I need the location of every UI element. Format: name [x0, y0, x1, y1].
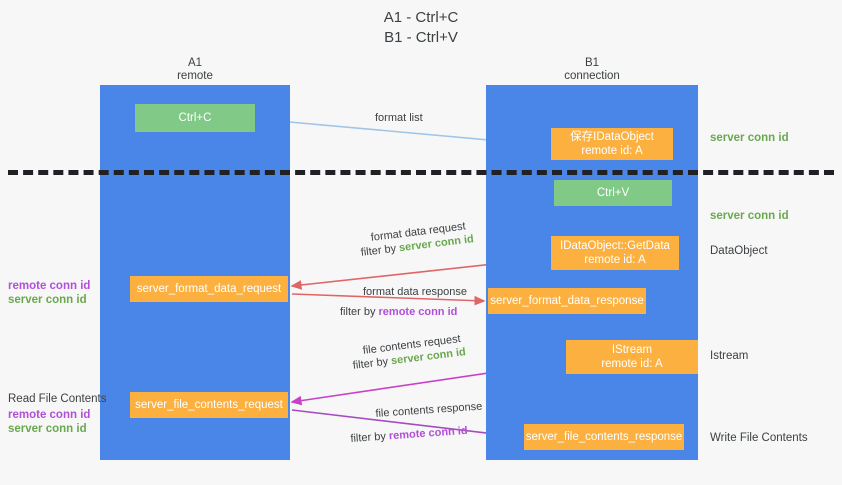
lane-b1-name: B1 — [584, 57, 600, 69]
node-idataobject-getdata[interactable]: IDataObject::GetData remote id: A — [551, 236, 679, 270]
left-note-2-remote: remote conn id — [8, 409, 91, 421]
node-istream-line2: remote id: A — [601, 358, 663, 370]
node-ctrl-c-label: Ctrl+C — [178, 112, 212, 124]
edge-label-format-data-response: format data response — [363, 286, 467, 298]
node-ctrl-v[interactable]: Ctrl+V — [554, 180, 672, 206]
node-server-format-data-response[interactable]: server_format_data_response — [488, 288, 646, 314]
left-note-1-server: server conn id — [8, 294, 87, 306]
edge-label-format-list: format list — [375, 112, 423, 124]
node-server-format-data-request[interactable]: server_format_data_request — [130, 276, 288, 302]
lane-b1-header: B1 connection — [486, 57, 698, 83]
filter-prefix-2: filter by — [340, 306, 379, 318]
note-write-file-contents: Write File Contents — [710, 432, 808, 444]
node-server-file-contents-request-label: server_file_contents_request — [135, 399, 283, 411]
node-server-file-contents-response-label: server_file_contents_response — [525, 431, 683, 443]
filter-prefix-3: filter by — [352, 355, 392, 372]
left-note-2-heading: Read File Contents — [8, 393, 107, 405]
node-istream-line1: IStream — [611, 344, 653, 356]
note-server-conn-id-1: server conn id — [710, 132, 789, 144]
node-server-file-contents-response[interactable]: server_file_contents_response — [524, 424, 684, 450]
lane-b1-sublabel: connection — [564, 70, 620, 82]
edge-label-format-data-response-filter: filter by remote conn id — [340, 305, 457, 320]
left-note-conn-ids-1: remote conn id server conn id — [8, 279, 90, 307]
node-server-file-contents-request[interactable]: server_file_contents_request — [130, 392, 288, 418]
node-save-idataobject[interactable]: 保存IDataObject remote id: A — [551, 128, 673, 160]
lane-a1-sublabel: remote — [177, 70, 213, 82]
filter-prefix-1: filter by — [360, 242, 400, 259]
node-ctrl-v-label: Ctrl+V — [596, 187, 630, 199]
title-line-1: A1 - Ctrl+C — [383, 9, 459, 26]
lane-a1-header: A1 remote — [100, 57, 290, 83]
left-note-1-remote: remote conn id — [8, 280, 91, 292]
node-getdata-line1: IDataObject::GetData — [560, 240, 670, 252]
arrow-format-data-response — [291, 293, 486, 306]
node-getdata-line2: remote id: A — [584, 254, 646, 266]
lane-a1-name: A1 — [187, 57, 203, 69]
page-title: A1 - Ctrl+C B1 - Ctrl+V — [0, 8, 842, 48]
phase-divider — [8, 170, 834, 175]
node-save-idataobject-line2: remote id: A — [581, 145, 643, 157]
left-note-2-server: server conn id — [8, 423, 87, 435]
filter-value-2: remote conn id — [378, 306, 458, 318]
arrow-file-contents-response — [291, 409, 522, 441]
filter-prefix-4: filter by — [350, 430, 390, 445]
note-istream: Istream — [710, 350, 749, 362]
note-dataobject: DataObject — [710, 245, 768, 257]
node-istream[interactable]: IStream remote id: A — [566, 340, 698, 374]
node-server-format-data-request-label: server_format_data_request — [136, 283, 282, 295]
title-line-2: B1 - Ctrl+V — [384, 29, 458, 46]
left-note-read-file-contents: Read File Contents remote conn id server… — [8, 392, 106, 436]
node-save-idataobject-line1: 保存IDataObject — [570, 131, 654, 143]
node-server-format-data-response-label: server_format_data_response — [490, 295, 644, 307]
note-server-conn-id-2: server conn id — [710, 210, 789, 222]
node-ctrl-c[interactable]: Ctrl+C — [135, 104, 255, 132]
